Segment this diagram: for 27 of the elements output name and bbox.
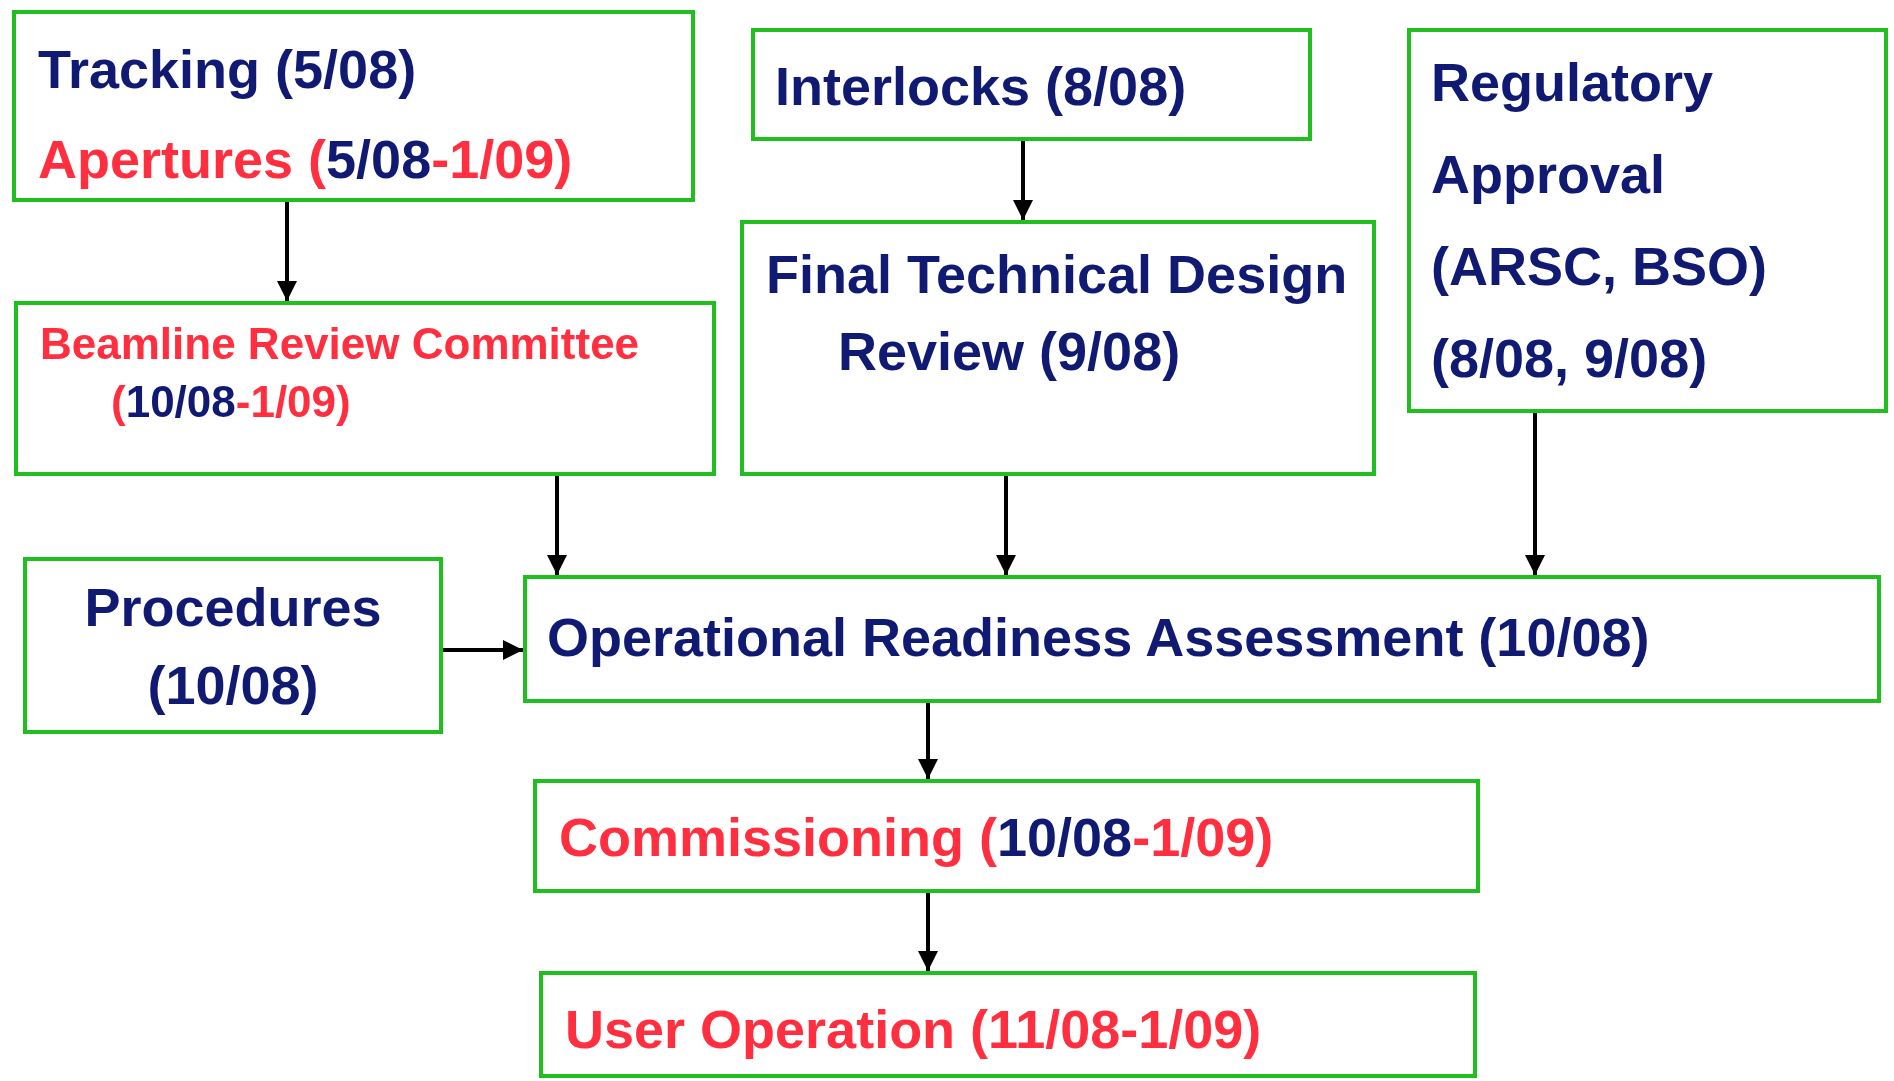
process-box bbox=[14, 301, 716, 476]
box-label: Operational Readiness Assessment (10/08) bbox=[547, 606, 1651, 669]
process-box bbox=[539, 971, 1477, 1078]
process-box bbox=[12, 10, 695, 202]
box-label: Commissioning (10/08-1/09) bbox=[559, 806, 1275, 869]
box-label: Apertures (5/08-1/09) bbox=[38, 128, 574, 191]
box-label: Regulatory Approval (ARSC, BSO) (8/08, 9/08) bbox=[1431, 51, 1768, 390]
process-box bbox=[533, 779, 1480, 893]
arrow bbox=[918, 703, 938, 779]
box-label: Final Technical Design Review (9/08) bbox=[766, 243, 1349, 383]
process-box bbox=[740, 220, 1376, 476]
arrow bbox=[277, 202, 297, 301]
process-box bbox=[23, 557, 443, 734]
arrow bbox=[547, 476, 567, 575]
box-label: User Operation (11/08-1/09) bbox=[565, 998, 1263, 1061]
arrow bbox=[443, 640, 523, 660]
process-box bbox=[523, 575, 1881, 703]
box-label: Tracking (5/08) bbox=[38, 38, 418, 101]
arrow bbox=[1013, 141, 1033, 220]
box-label: Procedures (10/08) bbox=[83, 575, 383, 717]
arrow bbox=[1525, 413, 1545, 575]
box-label: Interlocks (8/08) bbox=[775, 55, 1188, 118]
process-box bbox=[751, 28, 1312, 141]
box-label: Beamline Review Committee (10/08-1/09) bbox=[40, 318, 641, 428]
arrow bbox=[996, 476, 1016, 575]
arrow bbox=[918, 893, 938, 971]
process-box bbox=[1407, 28, 1888, 413]
